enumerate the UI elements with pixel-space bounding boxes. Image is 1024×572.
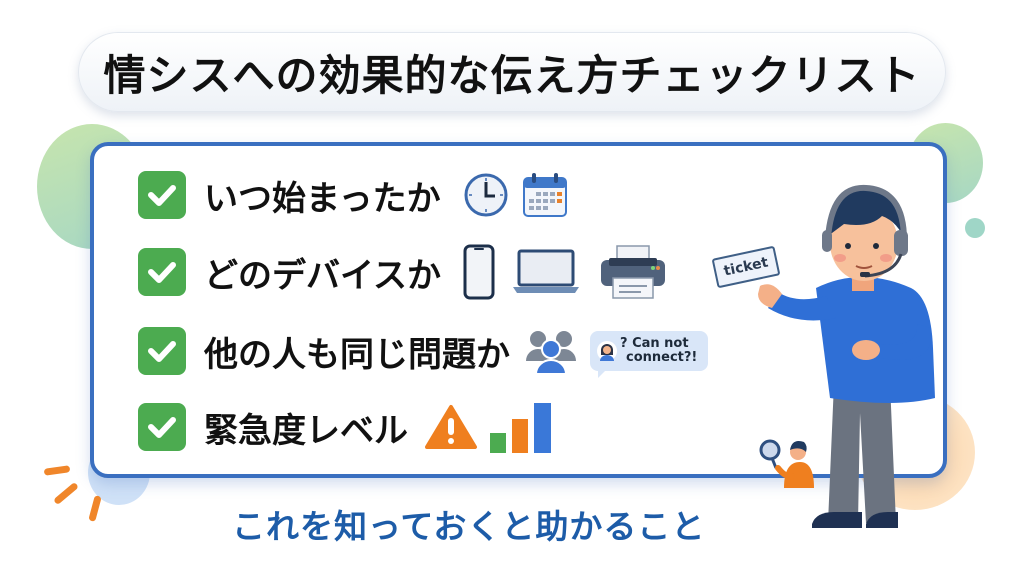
checklist-item-device: どのデバイスか [138,244,669,300]
laptop-icon [512,249,579,293]
subtitle-text: これを知っておくと助かること [232,507,706,546]
support-agent-illustration [758,184,935,528]
decorative-dot-teal [965,218,985,238]
speech-bubble: ? Can not connect?! [590,331,708,378]
title-banner: 情シスへの効果的な伝え方チェックリスト [78,32,946,112]
checkbox-checked-icon [138,327,186,375]
users-group-icon [526,331,576,375]
woman-avatar-icon [597,341,617,361]
calendar-icon [522,173,567,217]
checklist-item-label: いつ始まったか [204,178,441,219]
magnifier-person-icon [759,439,814,488]
page-title: 情シスへの効果的な伝え方チェックリスト [103,50,921,100]
checklist-item-urgency: 緊急度レベル [138,402,554,453]
speech-bubble-line1: ? Can not [620,336,689,351]
printer-icon [600,245,665,299]
checkbox-checked-icon [138,403,186,451]
speech-bubble-line2: connect?! [626,350,698,365]
checklist-item-label: 緊急度レベル [204,410,408,451]
checklist-card: いつ始まったか [90,142,947,478]
checklist-item-when: いつ始まったか [138,170,569,220]
checkbox-checked-icon [138,248,186,296]
checklist-item-others-affected: 他の人も同じ問題か ? Can not connect?! [138,326,708,378]
signal-bars-icon [490,403,551,453]
checklist-item-label: 他の人も同じ問題か [204,334,510,375]
warning-icon [425,405,477,449]
checkbox-checked-icon [138,171,186,219]
checklist-item-label: どのデバイスか [204,255,441,296]
smartphone-icon [463,244,495,300]
clock-icon [464,173,508,217]
